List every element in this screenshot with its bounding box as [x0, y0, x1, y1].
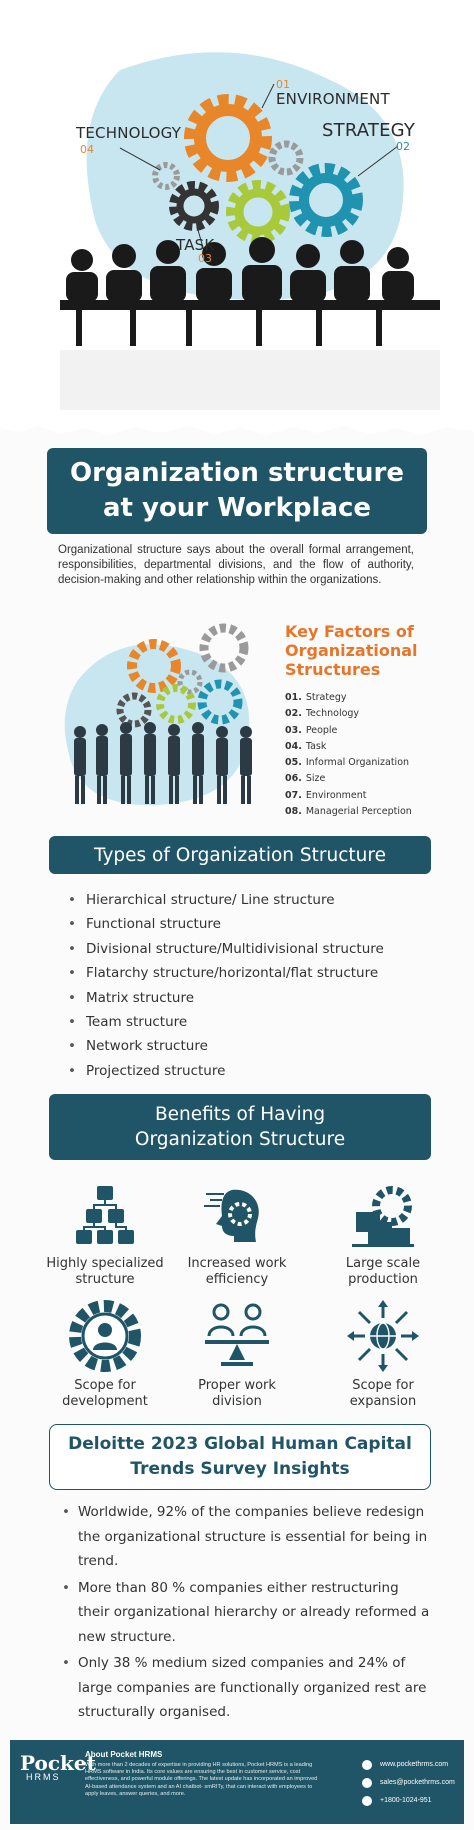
benefit-label-line1: Increased work — [187, 1256, 287, 1271]
teal-gear-icon — [197, 679, 243, 725]
key-factor-item: 02.Technology — [285, 708, 360, 720]
technology-label: TECHNOLOGY — [76, 124, 182, 142]
environment-number: 01 — [276, 78, 290, 91]
footer-website[interactable]: www.pockethrms.com — [362, 1756, 455, 1774]
teal-gear-icon — [289, 163, 363, 237]
task-label: TASK — [176, 236, 215, 254]
benefit-label-line1: Highly specialized — [46, 1256, 164, 1271]
key-factor-item: 07.Environment — [285, 789, 367, 801]
list-item: More than 80 % companies either restruct… — [62, 1576, 432, 1650]
footer-phone[interactable]: +1800-1024-951 — [362, 1792, 455, 1810]
benefit-label-line1: Scope for — [352, 1378, 414, 1393]
types-section-title: Types of Organization Structure — [94, 844, 386, 866]
efficiency-head-icon — [204, 1189, 259, 1242]
deloitte-section-header: Deloitte 2023 Global Human Capital Trend… — [49, 1424, 431, 1490]
business-people-group — [74, 722, 252, 804]
benefit-label-line2: production — [348, 1272, 418, 1287]
orange-gear-icon — [184, 94, 272, 182]
key-factors-illustration — [64, 623, 252, 806]
environment-label: ENVIRONMENT — [276, 90, 390, 108]
deloitte-insights-list: Worldwide, 92% of the companies believe … — [62, 1500, 432, 1727]
intro-paragraph: Organizational structure says about the … — [58, 544, 414, 586]
benefit-item: Increased work efficiency — [167, 1182, 307, 1288]
key-factor-item: 06.Size — [285, 773, 326, 785]
key-factors-title-line3: Structures — [285, 660, 381, 679]
logo-sub-text: HRMS — [26, 1772, 61, 1782]
benefit-item: Scope for expansion — [313, 1298, 453, 1410]
list-item: Network structure — [68, 1034, 384, 1058]
footer: Pocket HRMS About Pocket HRMS With more … — [10, 1740, 464, 1824]
benefit-item: Proper work division — [167, 1298, 307, 1410]
types-list: Hierarchical structure/ Line structure F… — [68, 888, 384, 1083]
list-item: Divisional structure/Multidivisional str… — [68, 937, 384, 961]
logo-main-text: Pocket — [20, 1751, 96, 1775]
globe-icon — [362, 1760, 372, 1770]
people-silhouettes — [66, 237, 414, 346]
list-item: Team structure — [68, 1010, 384, 1034]
benefits-title-line1: Benefits of Having — [154, 1104, 326, 1125]
benefit-item: Highly specialized structure — [35, 1182, 175, 1288]
footer-about-title: About Pocket HRMS — [85, 1750, 163, 1759]
key-factor-item: 04.Task — [285, 740, 327, 752]
list-item: Functional structure — [68, 912, 384, 936]
footer-about: About Pocket HRMS With more than 2 decad… — [85, 1750, 325, 1798]
orange-gear-icon — [127, 639, 181, 693]
email-icon — [362, 1778, 372, 1788]
gray-gear-small-icon — [152, 140, 304, 190]
footer-about-text: With more than 2 decades of expertise in… — [85, 1762, 318, 1797]
key-factor-item: 08.Managerial Perception — [285, 806, 412, 818]
list-item: Flatarchy structure/horizontal/flat stru… — [68, 961, 384, 985]
key-factors-title-line1: Key Factors of — [285, 622, 414, 641]
deloitte-title-line2: Trends Survey Insights — [130, 1459, 350, 1479]
task-number: 03 — [198, 252, 212, 265]
hierarchy-icon — [76, 1186, 134, 1244]
green-gear-icon — [156, 684, 196, 724]
key-factor-item: 03.People — [285, 724, 338, 736]
main-title-line2: at your Workplace — [102, 493, 372, 523]
key-factors-title-line2: Organizational — [285, 641, 418, 660]
benefit-label-line1: Large scale — [345, 1256, 421, 1271]
pocket-hrms-logo: Pocket HRMS — [20, 1751, 96, 1782]
production-gear-icon — [352, 1186, 414, 1247]
balance-people-icon — [205, 1303, 269, 1366]
benefit-label-line2: expansion — [349, 1394, 417, 1409]
types-section-header: Types of Organization Structure — [49, 836, 431, 874]
globe-arrows-icon — [347, 1300, 419, 1372]
key-factors-title: Key Factors of Organizational Structures — [285, 622, 445, 679]
main-title-line1: Organization structure — [70, 458, 404, 488]
footer-email[interactable]: sales@pockethrms.com — [362, 1774, 455, 1792]
footer-contact-list: www.pockethrms.com sales@pockethrms.com … — [362, 1756, 455, 1810]
benefit-item: Scope for development — [35, 1298, 175, 1410]
key-factor-item: 01.Strategy — [285, 692, 347, 703]
hero-gears-meeting-graphic — [0, 52, 474, 440]
benefit-label-line1: Proper work — [198, 1378, 276, 1393]
list-item: Hierarchical structure/ Line structure — [68, 888, 384, 912]
benefit-label-line2: structure — [75, 1272, 135, 1287]
list-item: Only 38 % medium sized companies and 24%… — [62, 1651, 432, 1725]
benefit-label-line2: development — [62, 1394, 148, 1409]
gray-gear-icon — [199, 623, 249, 673]
phone-icon — [362, 1796, 372, 1806]
benefit-label-line2: efficiency — [205, 1272, 269, 1287]
key-factors-list: 01.Strategy 02.Technology 03.People 04.T… — [285, 690, 412, 820]
list-item: Worldwide, 92% of the companies believe … — [62, 1500, 432, 1574]
list-item: Projectized structure — [68, 1059, 384, 1083]
technology-number: 04 — [80, 143, 94, 156]
hero-illustration: 01 ENVIRONMENT STRATEGY 02 TECHNOLOGY 04… — [0, 0, 474, 440]
strategy-number: 02 — [396, 140, 410, 153]
benefit-item: Large scale production — [313, 1182, 453, 1288]
benefits-section-header: Benefits of Having Organization Structur… — [49, 1094, 431, 1160]
list-item: Matrix structure — [68, 986, 384, 1010]
benefit-label-line1: Scope for — [74, 1378, 136, 1393]
main-title-banner: Organization structure at your Workplace — [47, 448, 427, 534]
benefit-label-line2: division — [212, 1394, 262, 1409]
benefits-title-line2: Organization Structure — [134, 1129, 346, 1150]
deloitte-title-line1: Deloitte 2023 Global Human Capital — [68, 1434, 412, 1454]
key-factor-item: 05.Informal Organization — [285, 757, 410, 769]
development-gear-icon — [69, 1300, 141, 1372]
dark-gear-icon — [169, 181, 219, 231]
strategy-label: STRATEGY — [322, 120, 416, 141]
